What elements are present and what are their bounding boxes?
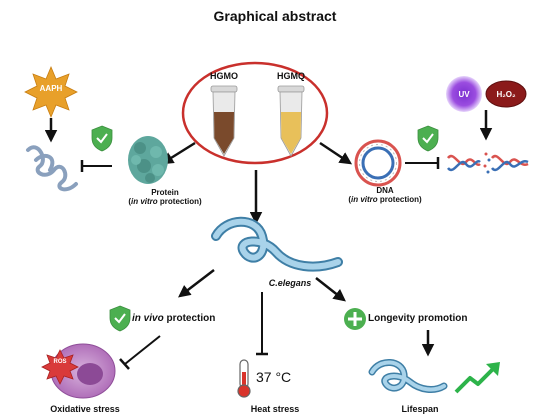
h2o2-label: H₂O₂	[496, 90, 516, 99]
dna-subtitle: (in vitro protection)	[330, 195, 440, 204]
in-vivo-italic: in vivo	[132, 313, 164, 324]
eppendorf-tube-icon	[277, 85, 305, 157]
protein-subtitle: (in vitro protection)	[110, 197, 220, 206]
shield-check-icon	[91, 125, 113, 152]
protein-label: Protein (in vitro protection)	[110, 188, 220, 206]
aaph-burst-icon	[24, 65, 78, 119]
protein-sub-italic: in vitro	[131, 197, 158, 207]
protein-sub-open: (	[128, 197, 131, 207]
eppendorf-tube-icon	[210, 85, 238, 157]
lifespan-label: Lifespan	[401, 404, 439, 414]
dna-sub-close: protection)	[377, 195, 422, 205]
in-vivo-label: in vivo protection	[132, 313, 252, 325]
worm-icon	[211, 216, 343, 272]
longevity-label: Longevity promotion	[368, 313, 468, 324]
shield-check-icon	[417, 125, 439, 152]
organism-label: C.elegans	[268, 278, 312, 288]
arrow-to-dna	[319, 141, 353, 165]
arrow-to-longevity	[315, 277, 346, 302]
protein-sub-close: protection)	[157, 197, 202, 207]
protein-icon	[128, 136, 168, 184]
in-vivo-rest: protection	[163, 313, 216, 324]
arrow-to-in-vivo	[178, 269, 215, 298]
aaph-label: AAPH	[39, 84, 63, 93]
ros-label: ROS	[53, 359, 67, 365]
lifespan-worm-icon	[368, 359, 448, 393]
thermometer-icon	[237, 359, 251, 398]
shield-check-icon	[109, 305, 131, 332]
dna-title: DNA	[376, 186, 394, 195]
broken-dna-icon	[447, 152, 529, 174]
dna-label: DNA (in vitro protection)	[330, 186, 440, 204]
denatured-protein-icon	[26, 145, 78, 192]
sample-label-hgmq: HGMQ	[277, 71, 305, 81]
dna-sub-italic: in vitro	[351, 195, 378, 205]
trend-up-icon	[454, 362, 500, 394]
page-title: Graphical abstract	[213, 8, 337, 24]
oxidative-stress-label: Oxidative stress	[50, 404, 120, 414]
uv-glow-icon	[446, 76, 482, 112]
ros-burst-icon	[41, 349, 79, 385]
temperature-label: 37 °C	[256, 369, 292, 385]
h2o2-bubble-icon	[485, 80, 527, 108]
plus-circle-icon	[344, 308, 366, 330]
uv-label: UV	[458, 90, 470, 99]
sample-label-hgmo: HGMO	[210, 71, 238, 81]
heat-stress-label: Heat stress	[250, 404, 300, 414]
dna-sub-open: (	[348, 195, 351, 205]
sample-ellipse	[181, 61, 329, 165]
protein-title: Protein	[151, 188, 179, 197]
dna-helix-icon	[354, 139, 402, 187]
inhibit-oxidative-bar	[119, 358, 130, 370]
inhibit-oxidative-line	[124, 335, 161, 365]
arrow-to-protein	[160, 141, 196, 165]
